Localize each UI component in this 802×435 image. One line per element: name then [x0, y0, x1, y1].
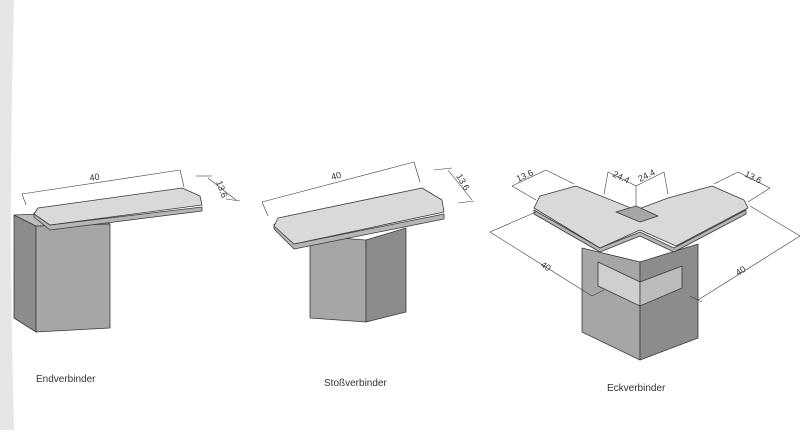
stossverbinder-caption: Stoßverbinder	[324, 378, 387, 389]
eckverbinder-dimensions	[489, 169, 801, 303]
eckverbinder-inner-right-label: 24.4	[636, 167, 656, 184]
eckverbinder-figure	[533, 185, 749, 361]
endverbinder-dimensions	[21, 169, 241, 206]
stossverbinder-length-label: 40	[330, 170, 342, 182]
endverbinder-caption: Endverbinder	[36, 374, 96, 385]
endverbinder-length-label: 40	[89, 172, 100, 183]
endverbinder-block-front	[35, 223, 111, 333]
eckverbinder-caption: Eckverbinder	[607, 383, 666, 394]
stossverbinder-dimensions	[261, 161, 475, 217]
eckverbinder-notch-side	[639, 265, 683, 307]
eckverbinder-width-left-label: 13.6	[515, 168, 535, 184]
stossverbinder-block-front	[309, 235, 367, 323]
stossverbinder-figure	[273, 187, 445, 323]
eckverbinder-block-front	[581, 247, 641, 361]
eckverbinder-inner-notch	[615, 205, 659, 223]
left-panel	[0, 0, 14, 430]
eckverbinder-block-side	[639, 243, 699, 361]
endverbinder-figure	[13, 187, 203, 333]
eckverbinder-plate-edge	[533, 209, 747, 253]
stossverbinder-block-side	[365, 227, 407, 323]
eckverbinder-inner-left-label: 24.4	[611, 169, 631, 186]
endverbinder-plate-top	[33, 187, 203, 226]
endverbinder-width-label: 13.6	[214, 179, 229, 199]
endverbinder-block-side	[13, 214, 37, 333]
stossverbinder-width-label: 13.6	[454, 172, 471, 192]
eckverbinder-arm-right-label: 40	[734, 264, 748, 278]
eckverbinder-arm-left-label: 40	[539, 259, 553, 273]
stossverbinder-plate-top	[273, 187, 445, 245]
